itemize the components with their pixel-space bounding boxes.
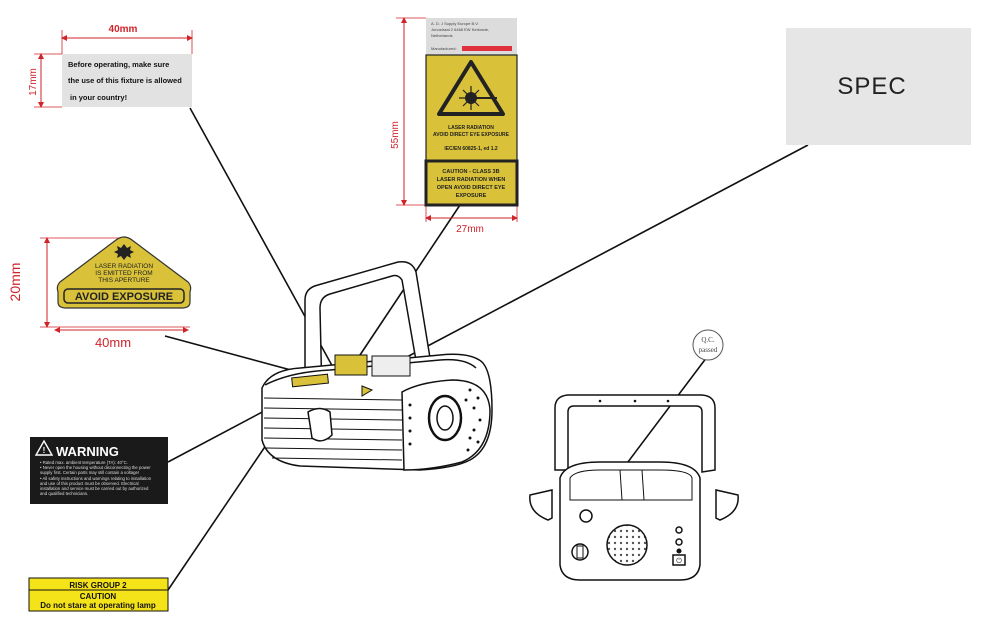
fixture-front-view — [261, 260, 493, 471]
spec-group: SPEC — [786, 28, 971, 145]
sticker-width-dim: 27mm — [456, 224, 484, 235]
sticker-caution-2: LASER RADIATION WHEN — [437, 177, 506, 183]
manufactured-field — [462, 46, 512, 51]
aperture-label-group: 20mm 40mm LASER RADIATION IS EMITTED FRO… — [7, 236, 192, 350]
sticker-caution-4: EXPOSURE — [456, 193, 487, 199]
fan-grill-icon — [606, 524, 648, 566]
qc-label-group: Q.C. passed — [692, 329, 724, 361]
risk-box — [28, 577, 169, 612]
body-sticker-spec — [371, 355, 411, 377]
aperture-height-dim: 20mm — [7, 263, 23, 302]
warning-line-2: • Never open the housing without disconn… — [40, 465, 151, 470]
operate-width-dim: 40mm — [109, 24, 138, 35]
qc-sticker-dot — [579, 509, 593, 523]
risk-title: RISK GROUP 2 — [69, 581, 127, 590]
sticker-warning-1: LASER RADIATION — [448, 125, 494, 131]
sticker-company-2: Junostraat 2 6468 EW Kerkrade, — [431, 27, 489, 32]
sticker-warning-2: AVOID DIRECT EYE EXPOSURE — [433, 132, 510, 138]
laser-burst-icon — [114, 244, 134, 260]
sticker-caution-3: OPEN AVOID DIRECT EYE — [437, 185, 506, 191]
warning-title: WARNING — [56, 444, 119, 459]
sticker-manufactured: Manufactured: — [431, 46, 457, 51]
warning-group: ! WARNING • Rated max. ambient temperatu… — [30, 437, 168, 504]
sticker-company-1: A. D. J Supply Europe B.V. — [431, 21, 479, 26]
sticker-company-3: Netherlands — [431, 33, 453, 38]
qc-label — [692, 329, 724, 361]
aperture-line-2: IS EMITTED FROM — [95, 270, 152, 277]
svg-text:!: ! — [43, 446, 46, 455]
operate-line-2: the use of this fixture is allowed — [68, 76, 182, 85]
warning-line-6: installation and service must be carried… — [40, 486, 149, 491]
body-sticker-laser — [334, 354, 368, 376]
spec-box — [786, 28, 971, 145]
aperture-line-3: THIS APERTURE — [98, 277, 150, 284]
rear-knob-left — [529, 489, 553, 521]
operate-height-dim: 17mm — [28, 68, 39, 96]
warning-line-1: • Rated max. ambient temperature (TA): 4… — [40, 460, 128, 465]
rear-yoke — [554, 394, 716, 473]
aperture-width-dim: 40mm — [95, 335, 131, 350]
sticker-height-dim: 55mm — [390, 121, 401, 149]
warning-line-4: • All safety instructions and warnings r… — [40, 476, 152, 481]
front-vent-holes — [408, 388, 482, 452]
warning-line-3: supply first. Certain parts may still co… — [40, 470, 139, 475]
rear-led-1 — [675, 526, 683, 534]
sticker-standard: IEC/EN 60825-1, ed 1.2 — [444, 146, 498, 152]
qc-line-1: Q.C. — [701, 336, 714, 344]
sticker-caution-panel — [424, 159, 519, 207]
aperture-line-1: LASER RADIATION — [95, 263, 153, 270]
yoke-knob — [307, 407, 333, 442]
operate-line-3: in your country! — [70, 93, 127, 102]
risk-text: Do not stare at operating lamp — [40, 601, 156, 610]
risk-caution: CAUTION — [80, 592, 117, 601]
warning-triangle-icon — [34, 439, 54, 456]
fixture-rear-view: ⏻ — [529, 394, 739, 581]
warning-line-7: and qualified technicians. — [40, 491, 88, 496]
aperture-label — [56, 236, 192, 309]
qc-line-2: passed — [699, 346, 718, 354]
rear-led-2 — [675, 538, 683, 546]
body-sticker-aperture — [291, 373, 329, 388]
operate-line-1: Before operating, make sure — [68, 60, 169, 69]
operate-label — [62, 54, 192, 107]
sticker-caution-1: CAUTION - CLASS 3B — [442, 169, 499, 175]
operate-label-group: 40mm 17mm Before operating, make sure th… — [28, 24, 193, 108]
risk-group: RISK GROUP 2 CAUTION Do not stare at ope… — [28, 577, 169, 612]
leader-spec — [404, 144, 809, 359]
warning-line-5: and use of this product must be observed… — [40, 481, 139, 486]
aperture-banner: AVOID EXPOSURE — [75, 291, 173, 303]
rear-knob-right — [715, 489, 739, 521]
svg-text:⏻: ⏻ — [676, 557, 682, 565]
spec-text: SPEC — [837, 73, 906, 100]
warning-box — [30, 437, 168, 504]
power-socket-icon — [672, 554, 686, 566]
laser-sticker-group: 55mm 27mm A. D. J Supply Europe B.V. Jun… — [390, 17, 519, 235]
